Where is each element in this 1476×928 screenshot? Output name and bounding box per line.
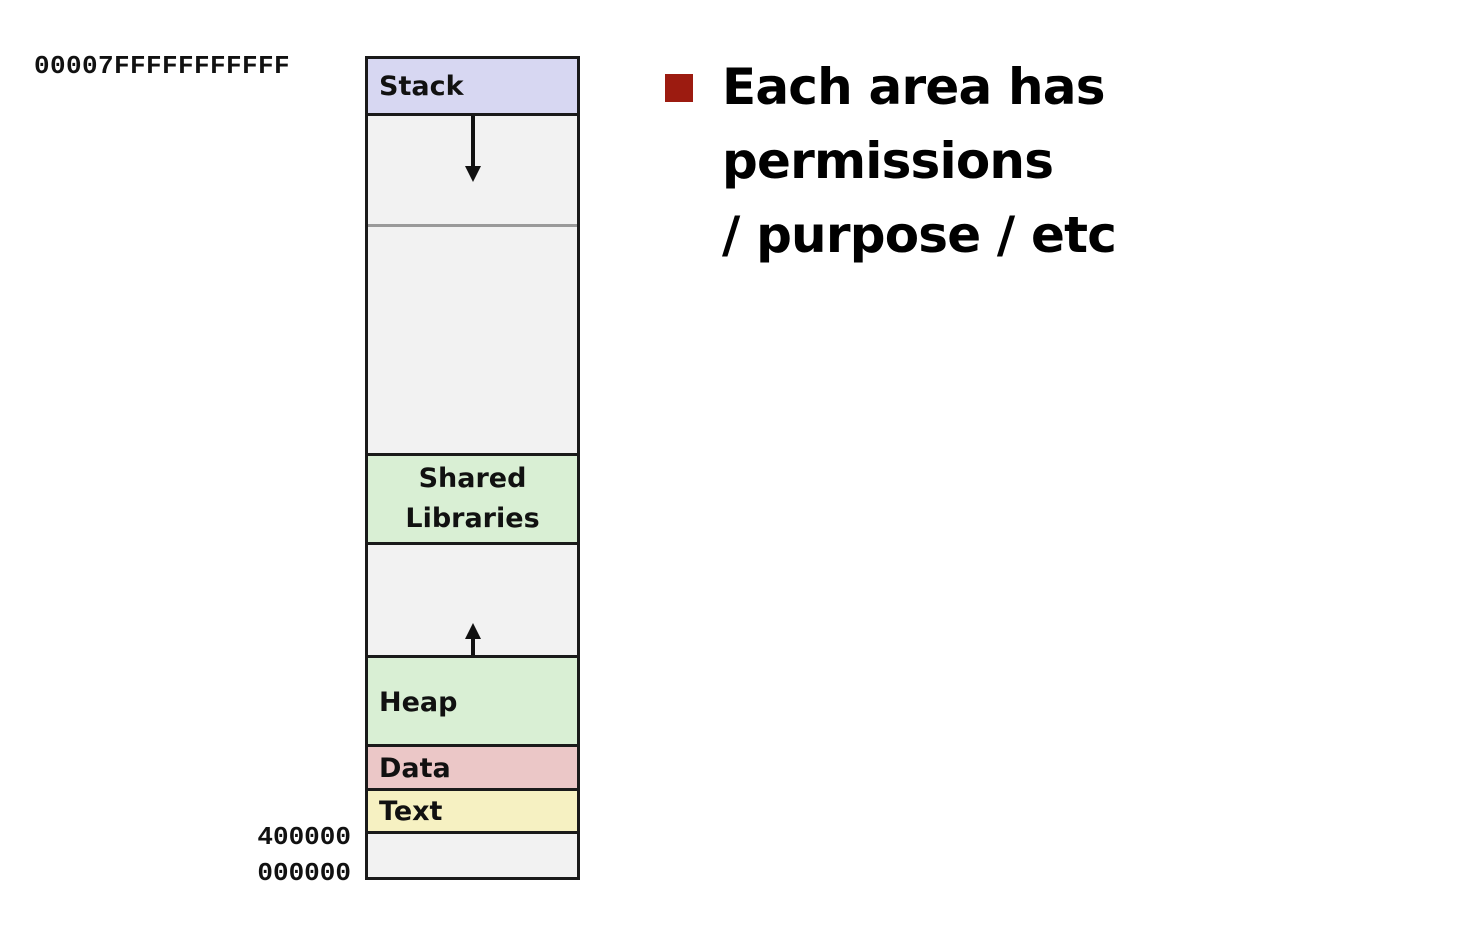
stack-label: Stack: [379, 70, 464, 102]
address-top-label: 00007FFFFFFFFFFF: [34, 51, 291, 81]
address-bottom-label: 000000: [257, 858, 351, 888]
heap-growth-arrow-icon: [464, 623, 482, 658]
stack-growth-arrow-icon: [464, 116, 482, 184]
address-text-start-label: 400000: [257, 822, 351, 852]
memory-layout-diagram: Stack Shared Libraries Heap Data Text: [365, 56, 580, 880]
bullet-point: Each area has permissions / purpose / et…: [722, 50, 1452, 272]
bullet-line-1: Each area has permissions: [722, 58, 1106, 190]
text-segment: Text: [368, 788, 577, 834]
heap-segment: Heap: [368, 655, 577, 746]
data-label: Data: [379, 753, 451, 784]
shared-libraries-label-line1: Shared: [418, 463, 527, 494]
shared-libraries-segment: Shared Libraries: [368, 453, 577, 545]
heap-label: Heap: [379, 686, 458, 718]
bullet-square-icon: [665, 74, 693, 102]
stack-limit-divider: [368, 224, 577, 227]
stack-segment: Stack: [368, 59, 577, 116]
text-label: Text: [379, 795, 443, 827]
shared-libraries-label-line2: Libraries: [405, 503, 540, 534]
bullet-line-2: / purpose / etc: [722, 206, 1117, 264]
data-segment: Data: [368, 744, 577, 790]
